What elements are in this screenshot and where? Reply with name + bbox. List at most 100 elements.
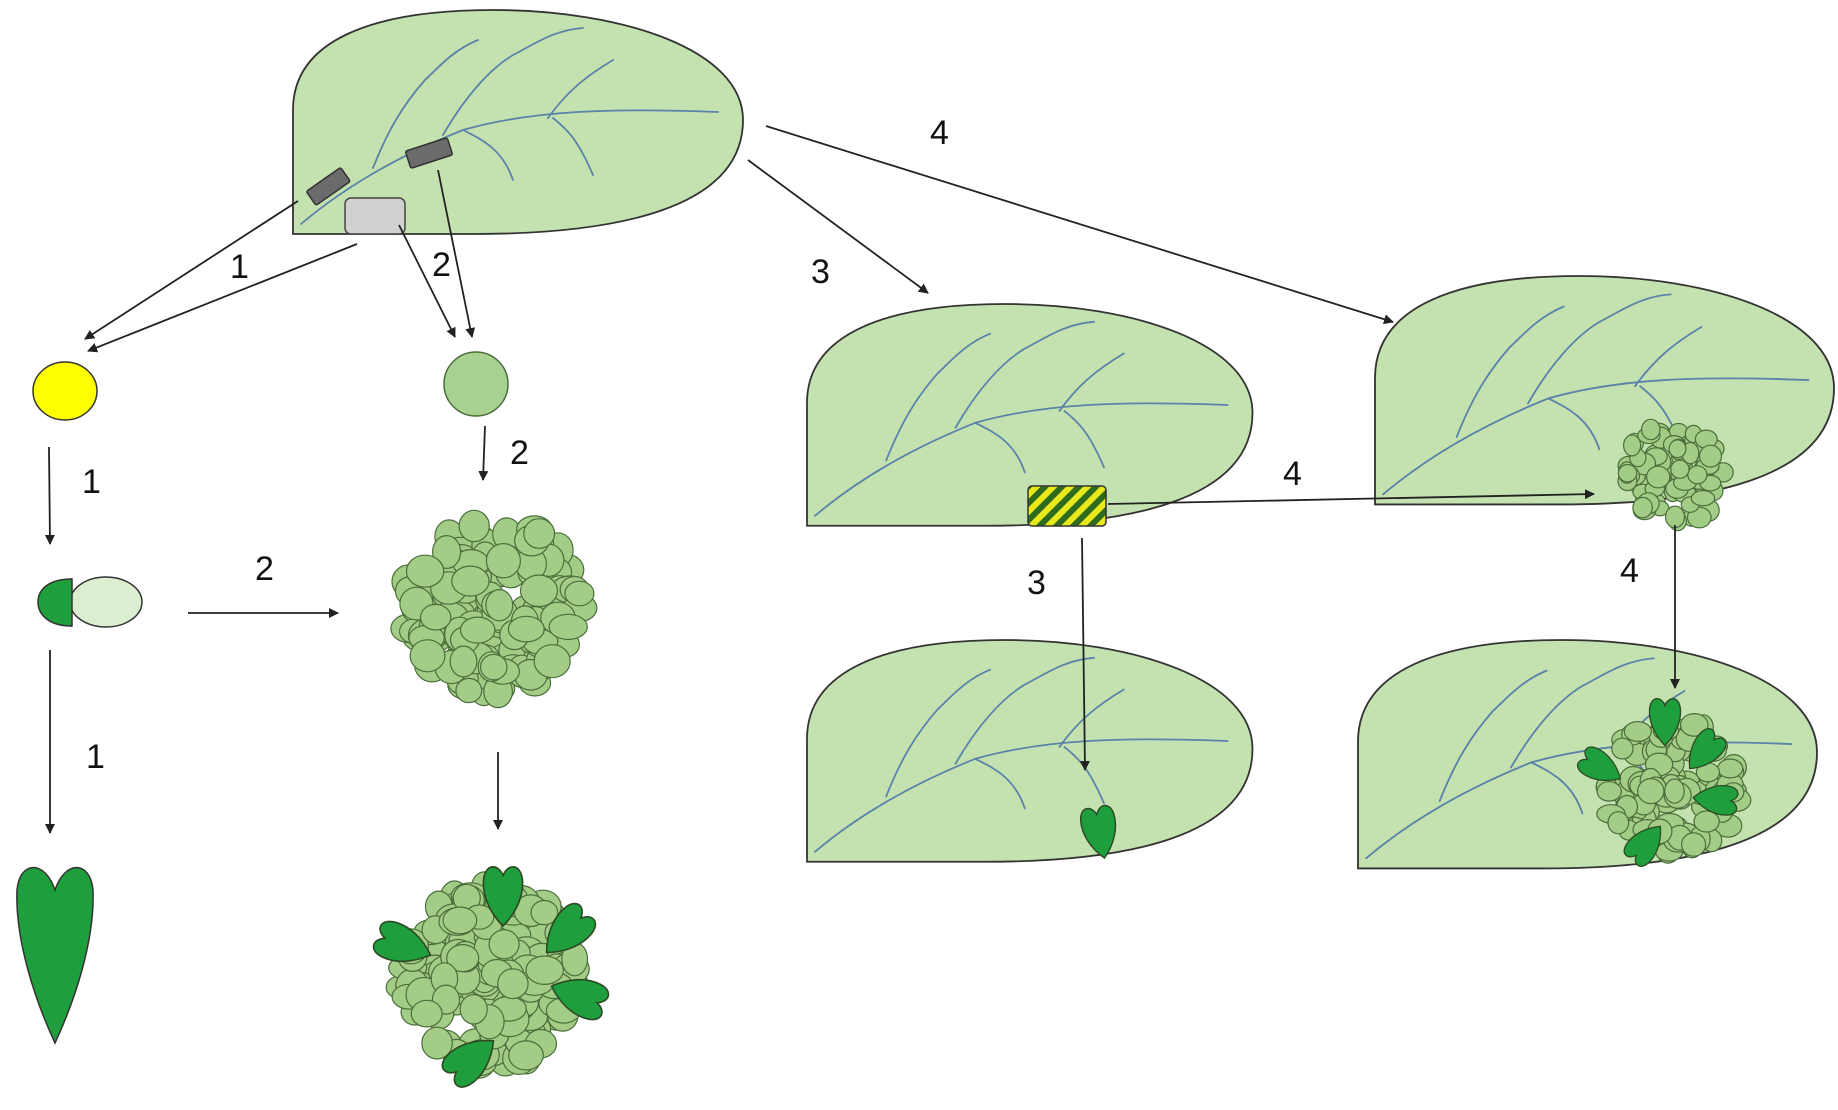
cell <box>449 645 478 678</box>
callus-icon <box>390 509 598 709</box>
leaf-icon <box>806 303 1254 527</box>
leaf-icon <box>806 639 1254 863</box>
cell <box>1717 758 1744 779</box>
small-callus-cells <box>1617 418 1734 532</box>
vein <box>1438 669 1548 803</box>
callus-cells <box>390 509 598 709</box>
cell <box>1679 713 1709 737</box>
vein <box>1527 293 1672 405</box>
cell <box>523 518 556 549</box>
cell <box>459 993 488 1025</box>
cell <box>1693 810 1720 833</box>
cell <box>1668 439 1687 459</box>
vein <box>1530 761 1584 815</box>
embryogenic-callus-icon <box>372 866 610 1088</box>
somatic-embryo-icon <box>1692 785 1739 816</box>
cell <box>410 999 443 1028</box>
vein <box>1058 688 1125 748</box>
cell <box>1623 720 1652 742</box>
step-label-1: 1 <box>230 248 249 286</box>
microspore-icon <box>32 361 98 421</box>
step-label-3: 3 <box>1027 564 1046 602</box>
somatic-embryo-icon <box>1648 698 1682 747</box>
step-label-1: 1 <box>86 738 105 776</box>
somatic-embryo-icon <box>16 866 94 1045</box>
arrow <box>84 200 299 340</box>
leaf-icon <box>292 9 744 235</box>
cell <box>1641 418 1661 441</box>
cell <box>421 1026 453 1060</box>
arrow <box>765 125 1394 325</box>
cell <box>459 616 496 644</box>
vein <box>547 59 614 119</box>
cell <box>1664 505 1686 529</box>
cell <box>530 899 559 926</box>
cell <box>405 554 445 588</box>
step-label-2: 2 <box>255 550 274 588</box>
vein <box>372 39 479 169</box>
somatic-embryo-icon <box>1623 825 1662 867</box>
vein <box>885 332 992 462</box>
arrow <box>398 224 456 338</box>
somatic-embryo-icon <box>372 920 432 963</box>
cell <box>525 955 565 985</box>
cell <box>488 929 520 960</box>
vein <box>954 320 1095 429</box>
vein <box>1547 397 1601 451</box>
cell <box>458 509 490 543</box>
cell <box>485 589 514 622</box>
somatic-embryo-icon <box>545 902 597 954</box>
cell <box>508 1040 544 1071</box>
cell <box>1645 465 1671 489</box>
arrow <box>1107 489 1595 505</box>
step-label-4: 4 <box>1283 455 1302 493</box>
anther-explant-icon <box>405 137 453 169</box>
cell <box>1632 496 1653 519</box>
step-label-2: 2 <box>432 246 451 284</box>
cell <box>455 677 483 704</box>
cell <box>1611 737 1634 760</box>
vein <box>1510 657 1655 769</box>
vein <box>1455 305 1565 439</box>
cell <box>1617 463 1638 483</box>
vein <box>552 117 594 176</box>
callus-cells <box>1595 713 1752 864</box>
leaf-icon <box>1374 275 1835 506</box>
somatic-embryo-icon <box>441 1039 495 1088</box>
midrib-vein <box>1382 377 1810 496</box>
cell <box>533 644 571 679</box>
cell <box>1690 490 1716 507</box>
arrow <box>478 425 489 481</box>
somatic-embryo-icon <box>550 978 610 1021</box>
step-label-2: 2 <box>510 434 529 472</box>
cell <box>548 613 588 641</box>
somatic-embryo-icon <box>1079 804 1117 860</box>
striped-explant-icon <box>1027 485 1107 527</box>
cell <box>419 603 452 631</box>
somatic-embryo-icon <box>1576 746 1622 782</box>
cell <box>1607 811 1630 835</box>
cell <box>1622 434 1642 457</box>
cell <box>1680 832 1707 857</box>
midrib-vein <box>300 109 719 225</box>
cell <box>519 574 559 608</box>
arrow <box>747 159 929 294</box>
protoplast-icon <box>443 351 509 417</box>
cell <box>1596 781 1622 802</box>
cell <box>409 639 446 673</box>
step-label-4: 4 <box>930 114 949 152</box>
vein <box>462 129 514 181</box>
cell <box>1698 444 1723 468</box>
somatic-embryo-icon <box>1688 728 1727 770</box>
step-label-3: 3 <box>811 253 830 291</box>
vein <box>1634 326 1703 388</box>
arrow <box>87 243 358 353</box>
step-label-1: 1 <box>82 463 101 501</box>
vein <box>954 656 1095 765</box>
vein <box>885 668 992 798</box>
cell <box>485 543 521 579</box>
step-label-4: 4 <box>1620 552 1639 590</box>
arrows-layer <box>44 125 1680 834</box>
cell <box>432 534 462 569</box>
cell <box>507 615 545 643</box>
